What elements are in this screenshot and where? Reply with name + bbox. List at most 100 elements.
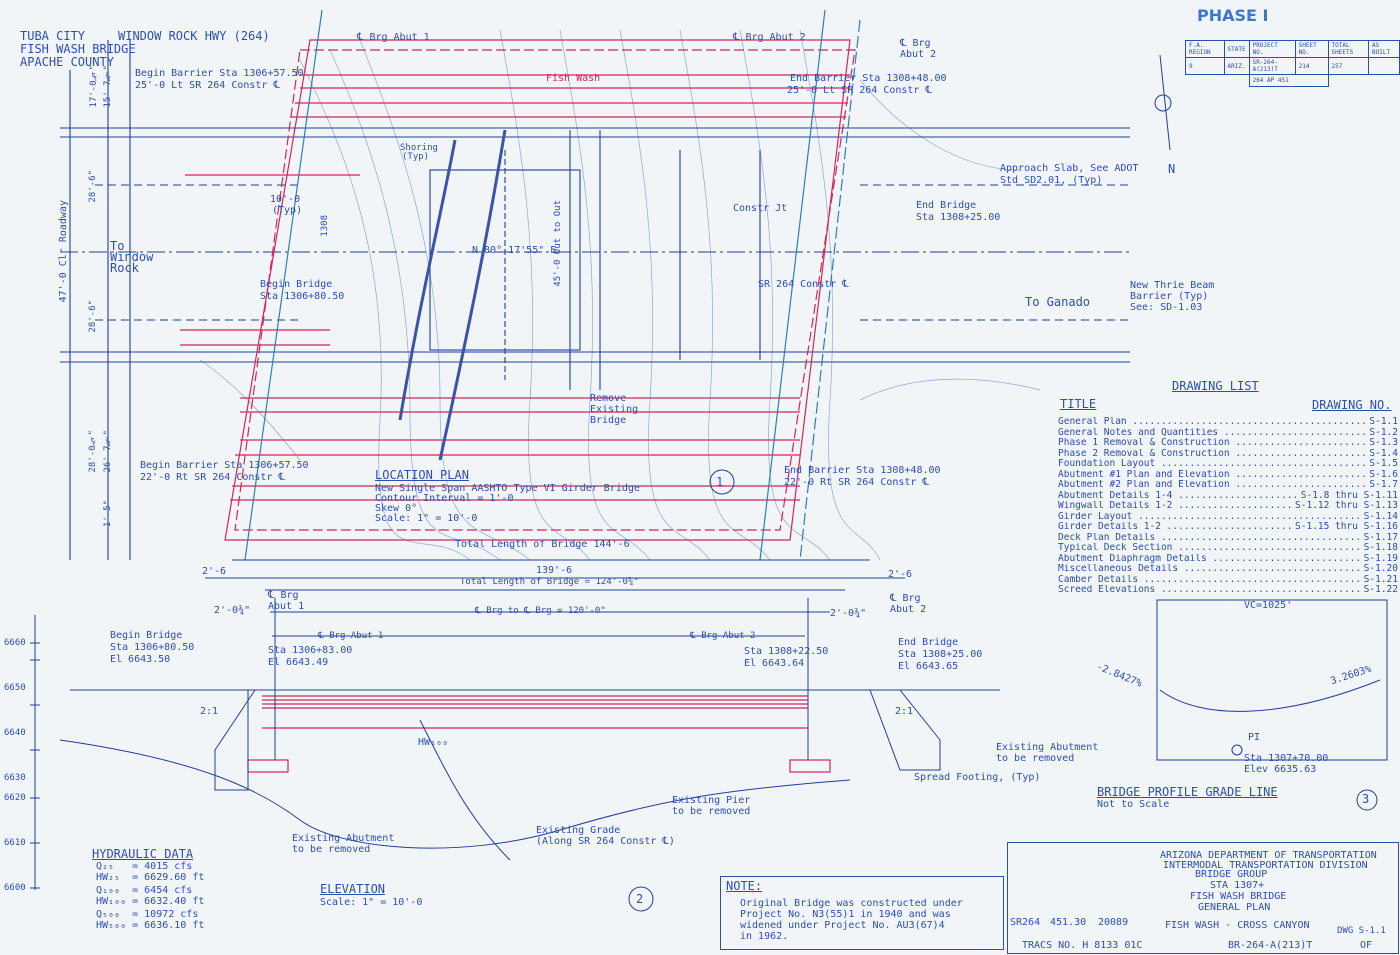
existing-abutment-right-2: to be removed <box>996 753 1075 764</box>
dim-28-6-bot: 28'-6" <box>88 300 98 333</box>
to-window-rock-to: To <box>110 239 125 253</box>
dim-10-0: 10'-0 <box>270 194 301 205</box>
pi-label: PI <box>1248 732 1261 743</box>
existing-abutment-right: Existing Abutment <box>996 742 1099 753</box>
drawing-list-item: Phase 1 Removal & ConstructionS-1.3 <box>1058 437 1398 449</box>
dim-1-5: 1'-5" <box>103 500 113 528</box>
project-table: F.A. REGION STATE PROJECT NO. SHEET NO. … <box>1185 40 1400 87</box>
hydraulic-row: Q₂₅ = 4015 cfs <box>96 861 193 872</box>
drawing-list-item: Abutment #2 Plan and ElevationS-1.7 <box>1058 479 1398 491</box>
drawing-list-item: Screed ElevationsS-1.22 <box>1058 584 1398 596</box>
begin-barrier-rt: Begin Barrier Sta 1306+57.50 <box>140 460 309 471</box>
total-length-bridge: Total Length of Bridge 144'-6 <box>455 539 630 550</box>
hydraulic-row: Q₅₀₀ = 10972 cfs <box>96 909 199 920</box>
elev-end-bridge: End Bridge <box>898 637 959 648</box>
roadway-dim: 47'-0 Clr Roadway <box>58 200 69 303</box>
location-county: APACHE COUNTY <box>20 55 114 69</box>
drawing-list-item: General PlanS-1.1 <box>1058 416 1398 428</box>
sheet-title-1: STA 1307+ <box>1210 880 1265 891</box>
callout-1: 1 <box>716 475 724 489</box>
drawing-list: General PlanS-1.1 General Notes and Quan… <box>1058 416 1398 596</box>
profile-title: BRIDGE PROFILE GRADE LINE <box>1097 785 1278 799</box>
dim-2-6-left: 2'-6 <box>202 566 227 577</box>
structure-no: 20089 <box>1098 917 1129 928</box>
to-ganado-label: To Ganado <box>1025 295 1091 309</box>
elev-brg-abut1: ℄ Brg <box>268 590 299 601</box>
agency-line1: ARIZONA DEPARTMENT OF TRANSPORTATION <box>1160 850 1377 861</box>
drawing-list-item: Foundation LayoutS-1.5 <box>1058 458 1398 470</box>
project-cell: ARIZ. <box>1223 57 1250 75</box>
elev-tick: 6620 <box>4 793 26 803</box>
milepost: 451.30 <box>1050 917 1087 928</box>
note-box <box>720 876 1004 950</box>
elev-tick: 6640 <box>4 728 26 738</box>
dim-139-6: 139'-6 <box>536 565 573 576</box>
thrie-beam-line1: New Thrie Beam <box>1130 280 1215 291</box>
skew-angle-label: N 80° 17'55" E <box>472 245 557 256</box>
hydraulic-row: Q₁₀₀ = 6454 cfs <box>96 885 193 896</box>
dim-28-0: 28'-0¾" <box>88 430 98 473</box>
hw100-label: HW₁₀₀ <box>418 737 449 748</box>
drawing-list-item: Miscellaneous DetailsS-1.20 <box>1058 563 1398 575</box>
hydraulic-row: HW₅₀₀ = 6636.10 ft <box>96 920 205 931</box>
remove-existing-2: Existing <box>590 404 639 415</box>
drawing-list-item: Phase 2 Removal & ConstructionS-1.4 <box>1058 448 1398 459</box>
highway-label: WINDOW ROCK HWY (264) <box>118 29 270 43</box>
contour-lines <box>199 29 1041 561</box>
hydraulic-row: HW₂₅ = 6629.60 ft <box>96 872 205 883</box>
existing-abutment-left-2: to be removed <box>292 844 371 855</box>
elev-abut2: Abut 2 <box>890 604 927 615</box>
existing-pier-2: to be removed <box>672 806 751 817</box>
elevation-title: ELEVATION <box>320 882 386 896</box>
thrie-beam-line3: See: SD-1.03 <box>1130 302 1203 313</box>
slope-right: 2:1 <box>895 706 914 717</box>
profile-grade <box>628 54 1388 912</box>
project-col-state: STATE <box>1223 40 1250 58</box>
agency-line2: INTERMODAL TRANSPORTATION DIVISION <box>1163 860 1368 871</box>
elev-tick: 6610 <box>4 838 26 848</box>
dim-26-7: 26'-7½" <box>103 430 113 473</box>
end-barrier-lt: End Barrier Sta 1308+48.00 <box>790 73 947 84</box>
location-plan-skew: Skew 0° <box>375 503 418 514</box>
project-col-total-sheets: TOTAL SHEETS <box>1327 40 1370 58</box>
total-length-124: Total Length of Bridge = 124'-0¾" <box>460 577 639 587</box>
drawing-list-col-title: TITLE <box>1060 397 1097 411</box>
drawing-list-col-no: DRAWING NO. <box>1312 398 1392 412</box>
approach-slab-std: Std SD2.01, (Typ) <box>1000 175 1103 186</box>
begin-barrier-rt-offset: 22'-0 Rt SR 264 Constr ℄ <box>140 472 285 483</box>
spread-footing-label: Spread Footing, (Typ) <box>914 772 1041 783</box>
vc-label: VC=1025' <box>1244 600 1293 611</box>
pi-station: Sta 1307+70.00 <box>1244 753 1329 764</box>
elev-brg-abut1-inner: ℄ Brg Abut 1 <box>318 631 384 641</box>
shoring-typ: (Typ) <box>402 152 430 162</box>
fish-wash-label: Fish Wash <box>546 73 601 84</box>
project-cell: 9 <box>1185 57 1225 75</box>
dim-2-0-left: 2'-0¾" <box>214 605 251 616</box>
begin-barrier-lt-offset: 25'-0 Lt SR 264 Constr ℄ <box>135 80 280 91</box>
dim-45-out: 45'-0 Out to Out <box>553 200 563 287</box>
elev-end-bridge-el: El 6643.65 <box>898 661 959 672</box>
callout-3: 3 <box>1362 792 1370 806</box>
location-bridge: FISH WASH BRIDGE <box>20 42 136 56</box>
elev-abut2-el: El 6643.64 <box>744 658 805 669</box>
dim-2-6-right: 2'-6 <box>888 569 913 580</box>
drawing-list-item: Wingwall Details 1-2S-1.12 thru S-1.13 <box>1058 500 1398 512</box>
drawing-list-item: Camber DetailsS-1.21 <box>1058 574 1398 585</box>
drawing-no: DWG S-1.1 <box>1337 926 1386 936</box>
dim-10-typ: (Typ) <box>272 205 303 216</box>
elevation-scale: Scale: 1" = 10'-0 <box>320 897 423 908</box>
elev-end-bridge-sta: Sta 1308+25.00 <box>898 649 983 660</box>
location-plan-title: LOCATION PLAN <box>375 468 469 482</box>
brg-abut1-label: ℄ Brg Abut 1 <box>357 32 430 43</box>
dim-17-0: 17'-0¼" <box>89 65 99 108</box>
drawing-list-item: Deck Plan DetailsS-1.17 <box>1058 532 1398 543</box>
project-cell: SR-264-A(213)T <box>1248 57 1296 75</box>
hydraulic-title: HYDRAULIC DATA <box>92 847 194 861</box>
project-col-as-built: AS BUILT <box>1368 40 1400 58</box>
callout-2: 2 <box>636 892 644 906</box>
dim-15-7: 15'-7½" <box>103 65 113 108</box>
drawing-list-item: Abutment Details 1-4S-1.8 thru S-1.11 <box>1058 490 1398 501</box>
thrie-beam-line2: Barrier (Typ) <box>1130 291 1209 302</box>
